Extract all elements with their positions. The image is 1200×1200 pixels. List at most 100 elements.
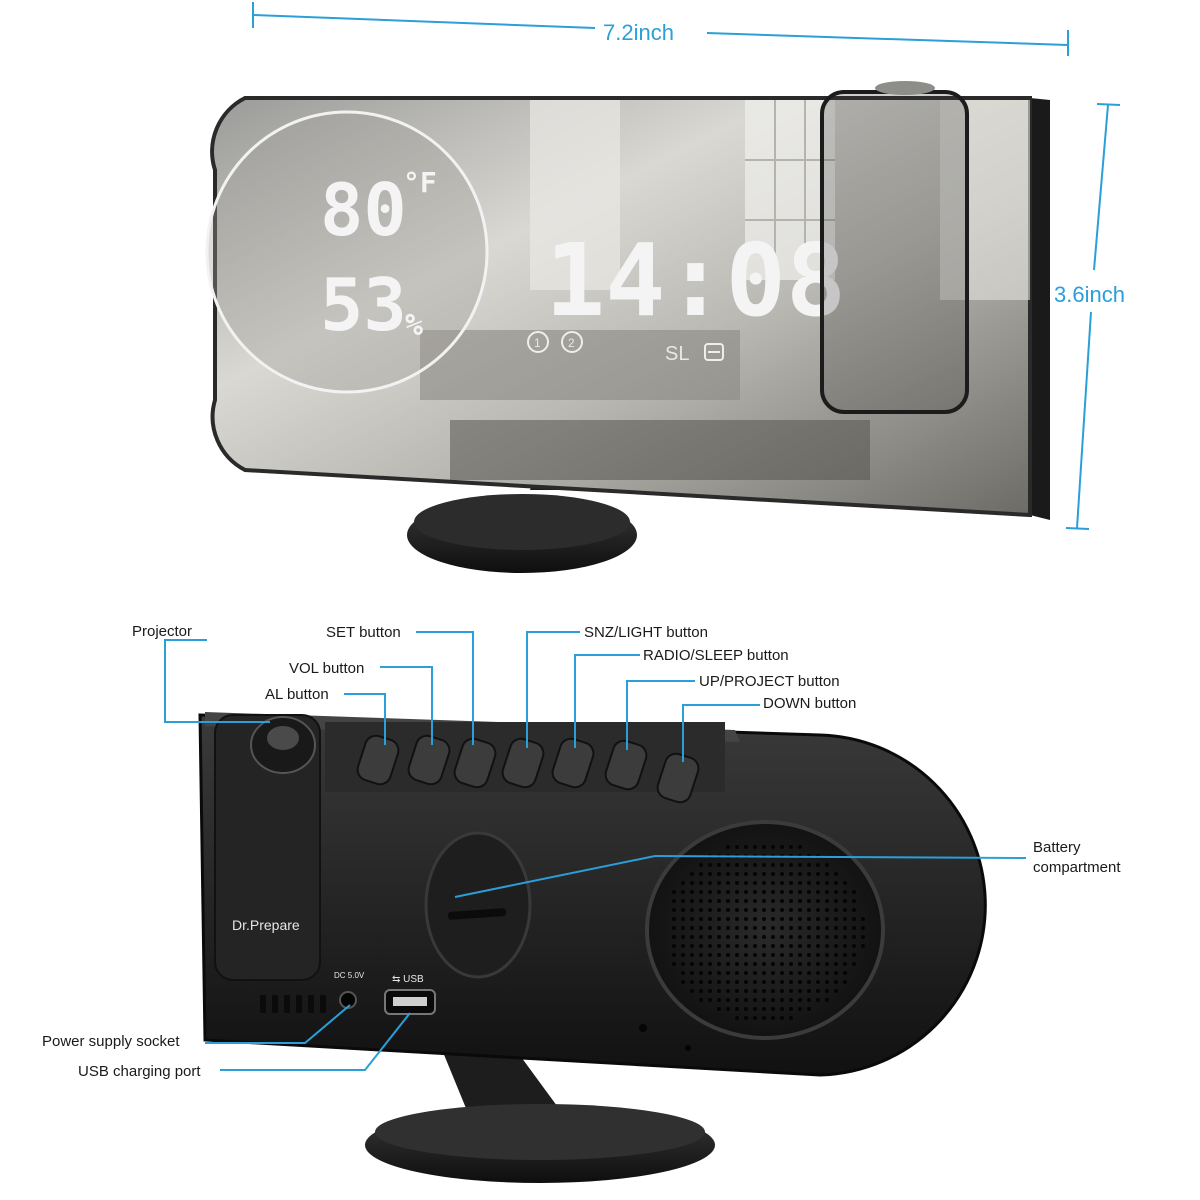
speaker-hole bbox=[771, 845, 775, 849]
speaker-hole bbox=[708, 953, 712, 957]
speaker-hole bbox=[852, 962, 856, 966]
set-button[interactable] bbox=[452, 736, 499, 790]
speaker-hole bbox=[762, 1016, 766, 1020]
speaker-hole bbox=[771, 899, 775, 903]
speaker-hole bbox=[771, 953, 775, 957]
speaker-hole bbox=[789, 971, 793, 975]
speaker-hole bbox=[762, 971, 766, 975]
speaker-hole bbox=[780, 989, 784, 993]
battery-compartment[interactable] bbox=[424, 831, 532, 979]
speaker-hole bbox=[681, 908, 685, 912]
speaker-hole bbox=[798, 971, 802, 975]
snooze-icon bbox=[704, 343, 724, 361]
speaker-hole bbox=[708, 971, 712, 975]
humidity-readout: 53 bbox=[320, 263, 407, 347]
speaker-hole bbox=[825, 998, 829, 1002]
speaker-hole bbox=[825, 935, 829, 939]
speaker-hole bbox=[762, 899, 766, 903]
speaker-hole bbox=[825, 980, 829, 984]
speaker-hole bbox=[699, 971, 703, 975]
speaker-hole bbox=[753, 935, 757, 939]
speaker-hole bbox=[708, 980, 712, 984]
speaker-hole bbox=[816, 953, 820, 957]
speaker-hole bbox=[672, 917, 676, 921]
speaker-hole bbox=[825, 962, 829, 966]
speaker-hole bbox=[690, 899, 694, 903]
speaker-hole bbox=[861, 917, 865, 921]
speaker-hole bbox=[672, 926, 676, 930]
speaker-hole bbox=[735, 917, 739, 921]
speaker-hole bbox=[762, 935, 766, 939]
speaker-hole bbox=[843, 962, 847, 966]
speaker-hole bbox=[726, 953, 730, 957]
speaker-hole bbox=[798, 953, 802, 957]
speaker-hole bbox=[690, 980, 694, 984]
speaker-hole bbox=[744, 953, 748, 957]
speaker-hole bbox=[753, 881, 757, 885]
radio-sleep-button[interactable] bbox=[550, 736, 597, 790]
speaker-hole bbox=[762, 890, 766, 894]
speaker-hole bbox=[780, 971, 784, 975]
height-tick-top bbox=[1096, 103, 1121, 106]
speaker-hole bbox=[726, 872, 730, 876]
speaker-hole bbox=[825, 890, 829, 894]
speaker-hole bbox=[672, 899, 676, 903]
speaker-hole bbox=[753, 998, 757, 1002]
speaker-hole bbox=[762, 998, 766, 1002]
speaker-hole bbox=[726, 935, 730, 939]
clock-front-view: 80 °F 53 % 14:08 1 2 SL bbox=[205, 81, 1050, 573]
speaker-hole bbox=[780, 944, 784, 948]
speaker-hole bbox=[726, 917, 730, 921]
speaker-hole bbox=[753, 989, 757, 993]
speaker-hole bbox=[798, 845, 802, 849]
speaker-hole bbox=[672, 953, 676, 957]
label-snz-light-button: SNZ/LIGHT button bbox=[584, 624, 708, 641]
speaker-hole bbox=[708, 917, 712, 921]
usb-leader bbox=[220, 1012, 411, 1071]
speaker-hole bbox=[726, 881, 730, 885]
speaker-hole bbox=[834, 881, 838, 885]
speaker-hole bbox=[834, 944, 838, 948]
speaker-hole bbox=[681, 935, 685, 939]
speaker-hole bbox=[825, 899, 829, 903]
callout-lines bbox=[164, 631, 1027, 1071]
speaker-hole bbox=[735, 944, 739, 948]
snz-light-button[interactable] bbox=[500, 736, 547, 790]
speaker-hole bbox=[780, 899, 784, 903]
reset-hole bbox=[685, 1045, 691, 1051]
snz-light-leader bbox=[526, 631, 580, 748]
speaker-hole bbox=[717, 872, 721, 876]
speaker-hole bbox=[744, 1007, 748, 1011]
speaker-hole bbox=[807, 998, 811, 1002]
power-socket[interactable] bbox=[339, 991, 357, 1009]
speaker-hole bbox=[762, 989, 766, 993]
down-button[interactable] bbox=[655, 751, 702, 805]
speaker-hole bbox=[834, 908, 838, 912]
speaker-hole bbox=[708, 863, 712, 867]
speaker-hole bbox=[753, 872, 757, 876]
speaker-hole bbox=[771, 908, 775, 912]
speaker-hole bbox=[816, 980, 820, 984]
speaker-hole bbox=[735, 899, 739, 903]
speaker-hole bbox=[798, 1007, 802, 1011]
speaker-hole bbox=[843, 881, 847, 885]
speaker-hole bbox=[816, 890, 820, 894]
speaker-hole bbox=[834, 962, 838, 966]
speaker-hole bbox=[762, 863, 766, 867]
speaker-hole bbox=[816, 908, 820, 912]
speaker-hole bbox=[789, 899, 793, 903]
back-stand-top bbox=[375, 1104, 705, 1160]
up-project-button[interactable] bbox=[603, 738, 650, 792]
speaker-hole bbox=[744, 872, 748, 876]
speaker-hole bbox=[735, 1016, 739, 1020]
speaker-hole bbox=[699, 872, 703, 876]
speaker-hole bbox=[699, 962, 703, 966]
speaker-hole bbox=[807, 917, 811, 921]
speaker-hole bbox=[834, 935, 838, 939]
speaker-hole bbox=[762, 917, 766, 921]
svg-text:2: 2 bbox=[568, 336, 575, 350]
vol-button[interactable] bbox=[406, 733, 453, 787]
speaker-hole bbox=[681, 944, 685, 948]
set-leader bbox=[416, 631, 474, 745]
speaker-hole bbox=[780, 926, 784, 930]
